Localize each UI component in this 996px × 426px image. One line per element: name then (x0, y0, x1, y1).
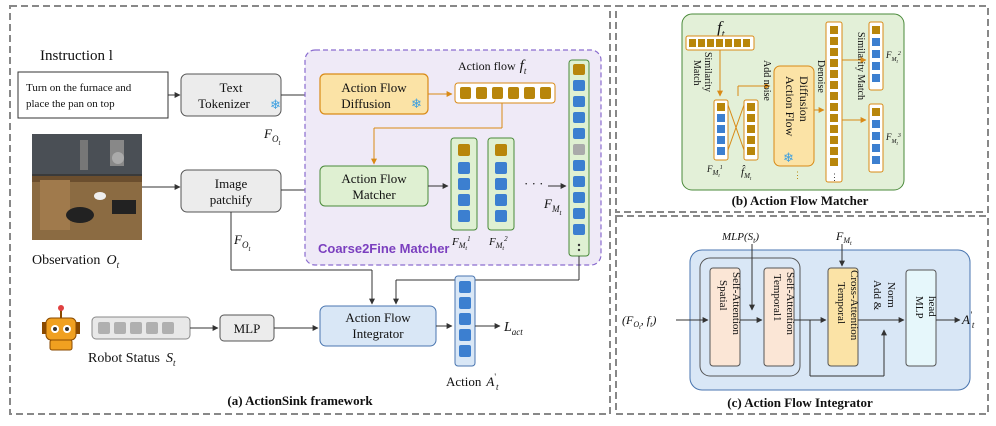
action-flow-tokens (460, 87, 551, 99)
image-patchify-line-1: Image (215, 176, 248, 191)
l-act-label: Lact (503, 320, 523, 337)
f-o-label-1: FOt (263, 126, 281, 147)
temporal-cross-line-1: Temporal (835, 282, 847, 324)
integrator-fmt: FMt (835, 229, 852, 247)
temporal-cross-attention-box (827, 267, 859, 367)
temporal-self-attention-box (763, 267, 795, 367)
f-o-label-2: FOt (233, 232, 251, 253)
matcher-tall-tokens (830, 26, 838, 166)
matcher-ft-label: ft (717, 18, 725, 40)
fm2-label: FMt2 (488, 235, 508, 252)
snowflake-icon: ❄ (270, 97, 281, 112)
matcher-afd-line-2: Diffusion (797, 76, 811, 122)
matcher-afd-dots: ⋮ (793, 170, 802, 180)
afd-line-1: Action Flow (341, 80, 407, 95)
afi-line-2: Integrator (352, 326, 404, 341)
observation-image (32, 134, 142, 240)
spatial-attention-box (709, 267, 741, 367)
add-norm-line-1: Add & (871, 280, 883, 311)
temporal-line-1: Temporal1 (771, 274, 783, 322)
add-norm-line-2: Norm (885, 282, 897, 308)
afm-line-2: Matcher (352, 187, 396, 202)
mlp-head-line-2: head (926, 296, 938, 317)
robot-status-tokens (98, 322, 174, 334)
panel-a-caption: (a) ActionSink framework (227, 393, 373, 408)
matcher-fm3-tokens (872, 108, 880, 164)
matcher-fm1-tokens (717, 103, 725, 155)
add-noise-label: Add noise (761, 60, 772, 101)
integrator-output: A't (961, 310, 975, 330)
afm-line-1: Action Flow (341, 171, 407, 186)
integrator-input: (FOt, ft) (622, 313, 656, 331)
matcher-fm2-tokens (872, 26, 880, 82)
spatial-line-1: Spatial (717, 280, 729, 311)
temporal-cross-line-2: Cross-Attention (848, 270, 860, 341)
similarity-match-left-1: Match (691, 60, 702, 86)
matcher-tall-dots: ⋮ (830, 172, 839, 182)
text-tokenizer-line-1: Text (220, 80, 243, 95)
coarse2fine-label: Coarse2Fine Matcher (318, 241, 450, 256)
text-tokenizer-line-2: Tokenizer (198, 96, 250, 111)
afi-line-1: Action Flow (345, 310, 411, 325)
matcher-fhat-tokens (747, 103, 755, 155)
columns-ellipsis: · · · (524, 176, 544, 191)
robot-icon (42, 305, 80, 351)
matcher-fm1-label: FMt1 (706, 164, 723, 179)
instruction-label: Instruction l (40, 48, 113, 64)
panel-b-border (615, 5, 989, 213)
afd-line-2: Diffusion (341, 96, 391, 111)
temporal-line-2: Self-Attention (784, 272, 796, 335)
fm1-tokens (458, 144, 470, 222)
instruction-line-1: Turn on the furnace and (26, 82, 132, 94)
matcher-fm2-label: FMt2 (885, 50, 901, 65)
spatial-line-2: Self-Attention (730, 272, 742, 335)
similarity-match-right: Similarity Match (855, 32, 866, 100)
snowflake-icon: ❄ (783, 150, 794, 165)
instruction-box (17, 71, 169, 119)
fmt-tokens (573, 64, 585, 252)
panel-a: Instruction l Turn on the furnace and pl… (17, 48, 602, 408)
fm2-tokens (495, 144, 507, 222)
image-patchify-line-2: patchify (210, 192, 253, 207)
snowflake-icon: ❄ (411, 96, 422, 111)
panel-c: MLP(St) FMt (FOt, ft) Spatial Self-Atten… (622, 229, 975, 410)
panel-c-caption: (c) Action Flow Integrator (727, 395, 873, 410)
fmt-label: FMt (543, 196, 562, 217)
matcher-afd-box (773, 65, 815, 167)
integrator-inner-block (699, 257, 801, 377)
instruction-line-2: place the pan on top (26, 98, 115, 110)
panel-a-border (9, 5, 611, 415)
panel-b: ft Match Similarity FMt1 (681, 13, 905, 208)
matcher-ft-tokens (689, 39, 750, 47)
integrator-mlp-st: MLP(St) (721, 231, 759, 245)
similarity-match-left-2: Similarity (702, 52, 713, 92)
fm1-label: FMt1 (451, 235, 471, 252)
matcher-fhat-label: f̂Mt (741, 165, 752, 182)
panel-c-border (615, 215, 989, 415)
panel-b-caption: (b) Action Flow Matcher (732, 193, 869, 208)
denoise-label: Denoise (815, 60, 826, 93)
matcher-fm3-label: FMt3 (885, 132, 901, 147)
mlp-label: MLP (234, 321, 261, 336)
matcher-afd-line-1: Action Flow (783, 76, 797, 137)
mlp-head-line-1: MLP (913, 296, 925, 319)
mlp-head-box (905, 269, 937, 367)
action-tokens (459, 281, 471, 357)
